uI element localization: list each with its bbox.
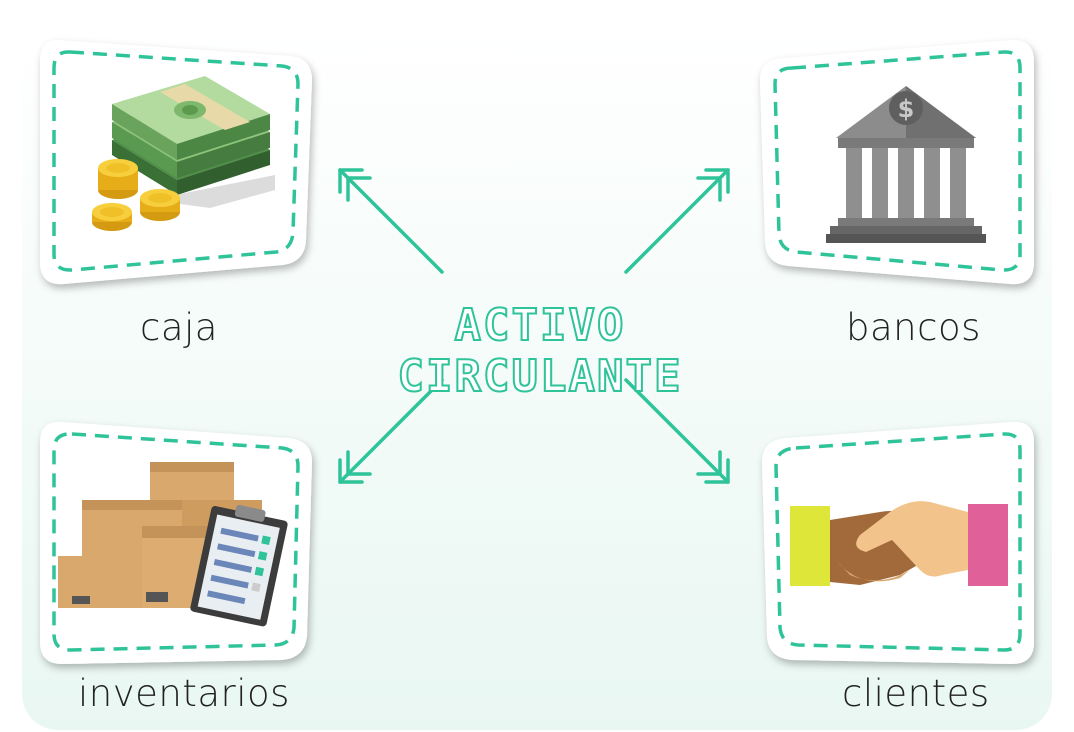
label-bancos: bancos (846, 306, 981, 349)
svg-text:$: $ (898, 95, 915, 123)
label-inventarios: inventarios (78, 672, 290, 715)
arrow-to-inventarios (338, 378, 444, 484)
arrow-to-caja (338, 168, 444, 274)
card-bancos: $ (760, 39, 1034, 285)
card-clientes (762, 421, 1034, 664)
handshake-icon (790, 501, 1008, 586)
arrow-to-bancos (624, 168, 730, 274)
arrows (338, 168, 730, 484)
card-inventarios (40, 421, 312, 664)
money-icon (92, 76, 275, 231)
label-caja: caja (140, 306, 218, 349)
bank-icon: $ (826, 86, 986, 243)
card-caja (40, 39, 312, 285)
boxes-clipboard-icon (58, 462, 288, 627)
arrow-to-clientes (624, 378, 730, 484)
label-clientes: clientes (842, 672, 990, 715)
central-title: ACTIVO CIRCULANTE (397, 299, 683, 403)
